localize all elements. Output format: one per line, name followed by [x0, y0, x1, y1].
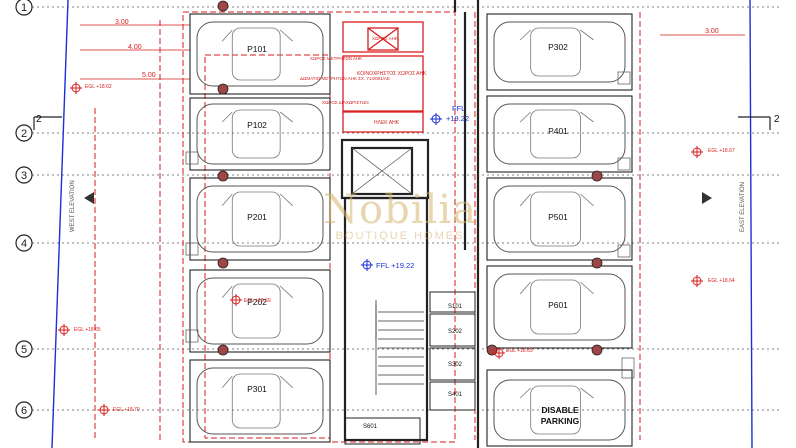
parking-signs — [185, 71, 635, 379]
east-elevation-label: EAST ELEVATION — [740, 182, 746, 232]
ffl-label: FFL +19.22 — [376, 261, 414, 270]
egl-label: EGL +18.65 — [74, 327, 101, 333]
storage-label: S601 — [363, 424, 378, 430]
section-mark-left: 2 — [36, 114, 42, 125]
car-silhouettes — [196, 21, 626, 441]
egl-label: EGL +18.65 — [506, 348, 533, 354]
car-icon — [493, 379, 626, 441]
egl-target — [493, 347, 505, 359]
parking-space-label: P501 — [548, 212, 568, 222]
parking-stalls-left — [189, 13, 331, 443]
disable-parking-label: PARKING — [541, 416, 580, 426]
car-icon — [493, 21, 626, 83]
egl-label: EGL +18.67 — [708, 148, 735, 154]
car-icon — [196, 103, 324, 165]
grid-bubble — [15, 124, 33, 142]
dimension-label: 5.00 — [142, 72, 156, 79]
egl-label: EGL +18.64 — [708, 278, 735, 284]
egl-label: EGL +18.70 — [113, 407, 140, 413]
grid-bubble — [15, 0, 33, 16]
room-label-space: ΧΩΡΟΣ ΔΙΑΧΩΡΙΣΤΩΝ — [322, 100, 369, 105]
ffl-label: FFL — [452, 104, 465, 113]
meter-rooms — [342, 21, 424, 133]
parking-space-label: P101 — [247, 44, 267, 54]
egl-target — [691, 146, 703, 158]
egl-target — [230, 294, 242, 306]
grid-label: 2 — [21, 128, 27, 140]
egl-markers — [58, 82, 703, 416]
elevation-arrows — [84, 192, 712, 204]
storage-label: S401 — [448, 392, 463, 398]
grid-label: 3 — [21, 170, 27, 182]
west-elevation-label: WEST ELEVATION — [70, 180, 76, 232]
dimension-label: 3.00 — [705, 28, 719, 35]
grid-label: 1 — [21, 2, 27, 14]
parking-stalls-right — [486, 13, 633, 447]
egl-target — [58, 324, 70, 336]
dimension-label: 4.00 — [128, 44, 142, 51]
room-label-top: ΧΩΡΟΣ ΑΗΚ — [372, 36, 398, 41]
columns — [217, 0, 603, 356]
grid-bubble — [15, 166, 33, 184]
storage-label: S202 — [448, 329, 463, 335]
car-icon — [196, 185, 324, 253]
site-boundary-right — [749, 0, 753, 448]
grid-bubble — [15, 401, 33, 419]
grid-label: 6 — [21, 405, 27, 417]
parking-space-label: P401 — [548, 126, 568, 136]
egl-label: EGL +18.62 — [85, 84, 112, 90]
parking-space-label: P601 — [548, 300, 568, 310]
site-boundary-left — [51, 0, 69, 448]
ffl-label: +19.22 — [446, 114, 469, 123]
ffl-markers — [361, 113, 442, 271]
parking-space-label: P201 — [247, 212, 267, 222]
grid-label: 4 — [21, 238, 27, 250]
room-label-elec: ΗΛΕΚ ΑΗΚ — [374, 120, 400, 126]
car-icon — [196, 277, 324, 345]
dimension-label: 3.00 — [115, 19, 129, 26]
car-icon — [493, 103, 626, 165]
stairs — [375, 300, 424, 395]
storage-label: S302 — [448, 362, 463, 368]
section-markers — [33, 116, 771, 130]
egl-label: EGL +18.69 — [244, 298, 271, 304]
car-icon — [493, 273, 626, 341]
grid-bubble — [15, 340, 33, 358]
parking-space-label: P202 — [247, 297, 267, 307]
room-label-meter1: ΧΩΡΟΣ ΜΕΤΡΗΤΩΝ ΑΗΚ — [310, 56, 362, 61]
section-mark-right: 2 — [774, 114, 780, 125]
car-icon — [196, 21, 324, 87]
core-walls — [340, 0, 480, 448]
room-label-meter2: ΔΩΜΑΤΙΟ ΜΕΤΡΗΤΩΝ ΑΗΚ ΣΧ. 714/001/AE — [300, 76, 390, 81]
egl-target — [691, 275, 703, 287]
grid-label: 5 — [21, 344, 27, 356]
car-icon — [196, 367, 324, 435]
lift-cross — [351, 147, 413, 195]
grid-bubbles: 1 2 3 4 5 6 — [15, 0, 33, 419]
parking-space-label: P301 — [247, 384, 267, 394]
room-label-common: ΚΟΙΝΟΧΡΗΣΤΟΣ ΧΩΡΟΣ ΑΗΚ — [357, 71, 427, 77]
dimension-lines — [80, 24, 745, 80]
parking-space-label: P102 — [247, 120, 267, 130]
storage-label: S101 — [448, 304, 463, 310]
egl-target — [98, 404, 110, 416]
disable-parking-label: DISABLE — [541, 405, 579, 415]
grid-bubble — [15, 234, 33, 252]
car-icon — [493, 185, 626, 253]
parking-space-label: P302 — [548, 42, 568, 52]
storage-partitions — [344, 291, 476, 445]
egl-target — [70, 82, 82, 94]
